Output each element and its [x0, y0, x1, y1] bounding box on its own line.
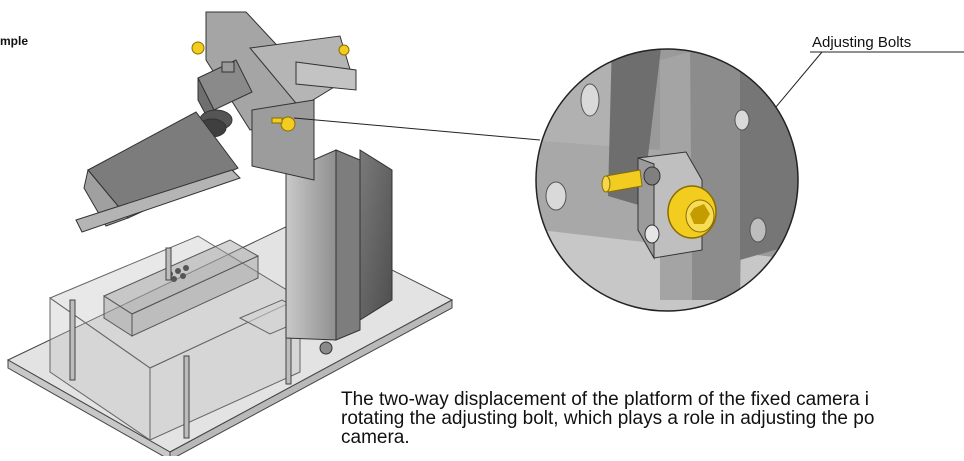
zoom-circle-outline [535, 48, 799, 312]
hex-socket-bolt-icon [191, 41, 350, 132]
camera-mount [205, 11, 357, 181]
corner-posts [69, 247, 292, 439]
column-nut [319, 341, 333, 355]
caption-line: camera. [341, 428, 410, 447]
caption: The two-way displacement of the platform… [341, 390, 964, 447]
leader-line-zoom [293, 117, 541, 141]
caption-line: rotating the adjusting bolt, which plays… [341, 409, 875, 428]
caption-line: The two-way displacement of the platform… [341, 390, 870, 409]
zoom-detail [536, 49, 798, 311]
adjusting-bolts-label: Adjusting Bolts [812, 34, 912, 51]
support-column [285, 149, 393, 341]
camera-icon [197, 59, 253, 138]
corner-label: mple [0, 34, 29, 48]
guard-plate [75, 111, 241, 233]
